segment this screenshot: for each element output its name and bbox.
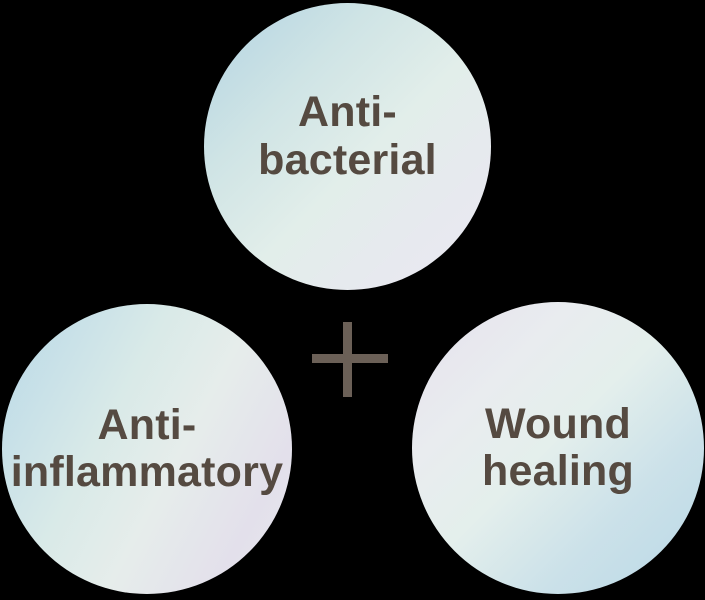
- circle-wound-healing-label: Wound healing: [482, 399, 634, 496]
- circle-anti-inflammatory: Anti- inflammatory: [2, 304, 292, 594]
- label-line-2: inflammatory: [10, 448, 284, 496]
- label-line-1: Anti-: [298, 88, 397, 137]
- label-line-2: healing: [482, 447, 634, 495]
- circle-antibacterial-label: Anti- bacterial: [258, 88, 437, 184]
- plus-vertical-bar: [343, 322, 352, 397]
- circle-anti-inflammatory-label: Anti- inflammatory: [10, 400, 284, 497]
- circle-antibacterial: Anti- bacterial: [204, 3, 491, 290]
- plus-icon: [312, 322, 388, 397]
- label-line-2: bacterial: [258, 135, 437, 184]
- label-line-1: Wound: [485, 399, 631, 448]
- label-line-1: Anti-: [97, 400, 197, 449]
- circle-wound-healing: Wound healing: [412, 302, 704, 594]
